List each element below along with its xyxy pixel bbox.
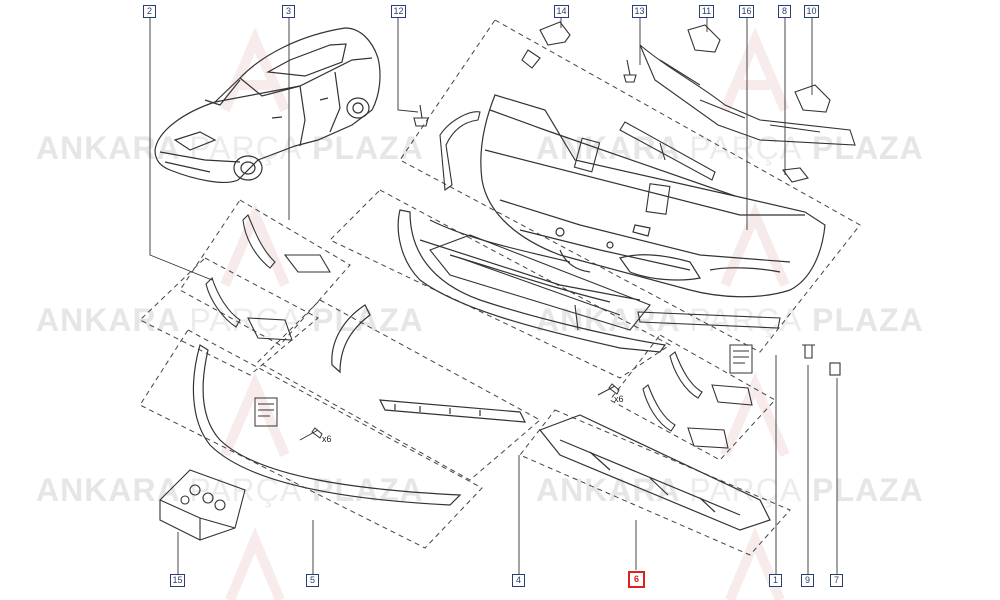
callout-2[interactable]: 2 — [143, 5, 156, 18]
side-strip — [439, 111, 481, 192]
front-spoiler — [397, 209, 667, 353]
screw-set-right — [597, 383, 620, 396]
engine-undertray-6 — [539, 414, 771, 531]
clip-9 — [802, 344, 815, 359]
watermark-row-mid: ANKARA PARÇA PLAZA — [36, 302, 424, 338]
reinforcement-bar — [639, 44, 856, 146]
dashed-box-grille-upper — [179, 199, 351, 346]
foglight-grilles-left — [205, 214, 331, 341]
middle-tray — [429, 234, 651, 331]
fastener-box-15 — [159, 469, 246, 541]
leader-lines — [149, 18, 838, 574]
callout-15[interactable]: 15 — [170, 574, 185, 587]
callout-5[interactable]: 5 — [306, 574, 319, 587]
callout-1[interactable]: 1 — [769, 574, 782, 587]
screw-12 — [413, 104, 429, 127]
callout-11[interactable]: 11 — [699, 5, 714, 18]
upper-grille-bar — [573, 121, 716, 215]
dashed-box-bumper — [399, 19, 861, 353]
dashed-box-lip — [139, 329, 483, 549]
callout-10[interactable]: 10 — [804, 5, 819, 18]
callout-9[interactable]: 9 — [801, 574, 814, 587]
nut-7 — [829, 362, 841, 376]
dashed-box-grille-lower — [139, 257, 319, 376]
watermark-row-top-right: ANKARA PARÇA PLAZA — [536, 130, 924, 166]
screw-quantity-left: x6 — [322, 434, 332, 444]
instruction-card-left — [254, 397, 278, 427]
callout-13[interactable]: 13 — [632, 5, 647, 18]
car-illustration — [154, 27, 381, 183]
callout-3[interactable]: 3 — [282, 5, 295, 18]
front-bumper-16 — [480, 94, 826, 298]
foglight-grilles-right — [642, 351, 753, 449]
bracket-10 — [794, 84, 831, 113]
screw-set-left — [299, 427, 323, 441]
dashed-box-trim — [257, 299, 541, 481]
dashed-box-undertray — [519, 409, 791, 556]
clip-14 — [521, 21, 571, 69]
clip-8 — [781, 167, 809, 183]
callout-14[interactable]: 14 — [554, 5, 569, 18]
callout-7[interactable]: 7 — [830, 574, 843, 587]
screw-13 — [623, 59, 637, 83]
callout-12[interactable]: 12 — [391, 5, 406, 18]
watermark-row-bottom-right: ANKARA PARÇA PLAZA — [536, 472, 924, 508]
lower-lip-strip-5 — [192, 344, 462, 506]
bumper-lower-trim — [637, 311, 781, 329]
callout-4[interactable]: 4 — [512, 574, 525, 587]
dashed-box-spoiler — [329, 189, 671, 379]
bracket-11 — [687, 24, 721, 53]
callout-16[interactable]: 16 — [739, 5, 754, 18]
side-trim-4 — [331, 304, 527, 423]
screw-quantity-right: x6 — [614, 394, 624, 404]
instruction-card-right — [729, 344, 753, 374]
watermark-logo-marks — [220, 27, 790, 600]
dashed-group-boxes — [139, 19, 861, 556]
callout-6-highlighted[interactable]: 6 — [628, 571, 645, 588]
callout-8[interactable]: 8 — [778, 5, 791, 18]
